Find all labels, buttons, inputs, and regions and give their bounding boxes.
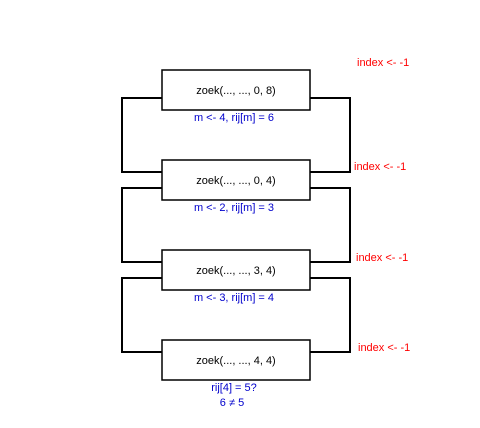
step-note: m <- 2, rij[m] = 3 (194, 202, 274, 214)
return-connector (310, 187, 351, 263)
final-check-line2: 6 ≠ 5 (220, 397, 244, 409)
return-value: index <- -1 (354, 161, 406, 173)
call-box-2: zoek(..., ..., 0, 4) (161, 159, 311, 201)
call-connector (121, 277, 162, 353)
step-note: m <- 3, rij[m] = 4 (194, 292, 274, 304)
return-value: index <- -1 (356, 252, 408, 264)
call-box-1: zoek(..., ..., 0, 8) (161, 69, 311, 111)
return-connector (310, 97, 351, 173)
return-connector (310, 277, 351, 353)
call-box-4: zoek(..., ..., 4, 4) (161, 339, 311, 381)
call-box-3: zoek(..., ..., 3, 4) (161, 249, 311, 291)
call-label: zoek(..., ..., 0, 4) (196, 175, 275, 187)
call-label: zoek(..., ..., 0, 8) (196, 85, 275, 97)
call-label: zoek(..., ..., 4, 4) (196, 355, 275, 367)
call-connector (121, 97, 162, 173)
call-label: zoek(..., ..., 3, 4) (196, 265, 275, 277)
return-value: index <- -1 (358, 342, 410, 354)
step-note: m <- 4, rij[m] = 6 (194, 112, 274, 124)
final-check-line1: rij[4] = 5? (211, 382, 257, 394)
return-value: index <- -1 (357, 57, 409, 69)
call-connector (121, 187, 162, 263)
